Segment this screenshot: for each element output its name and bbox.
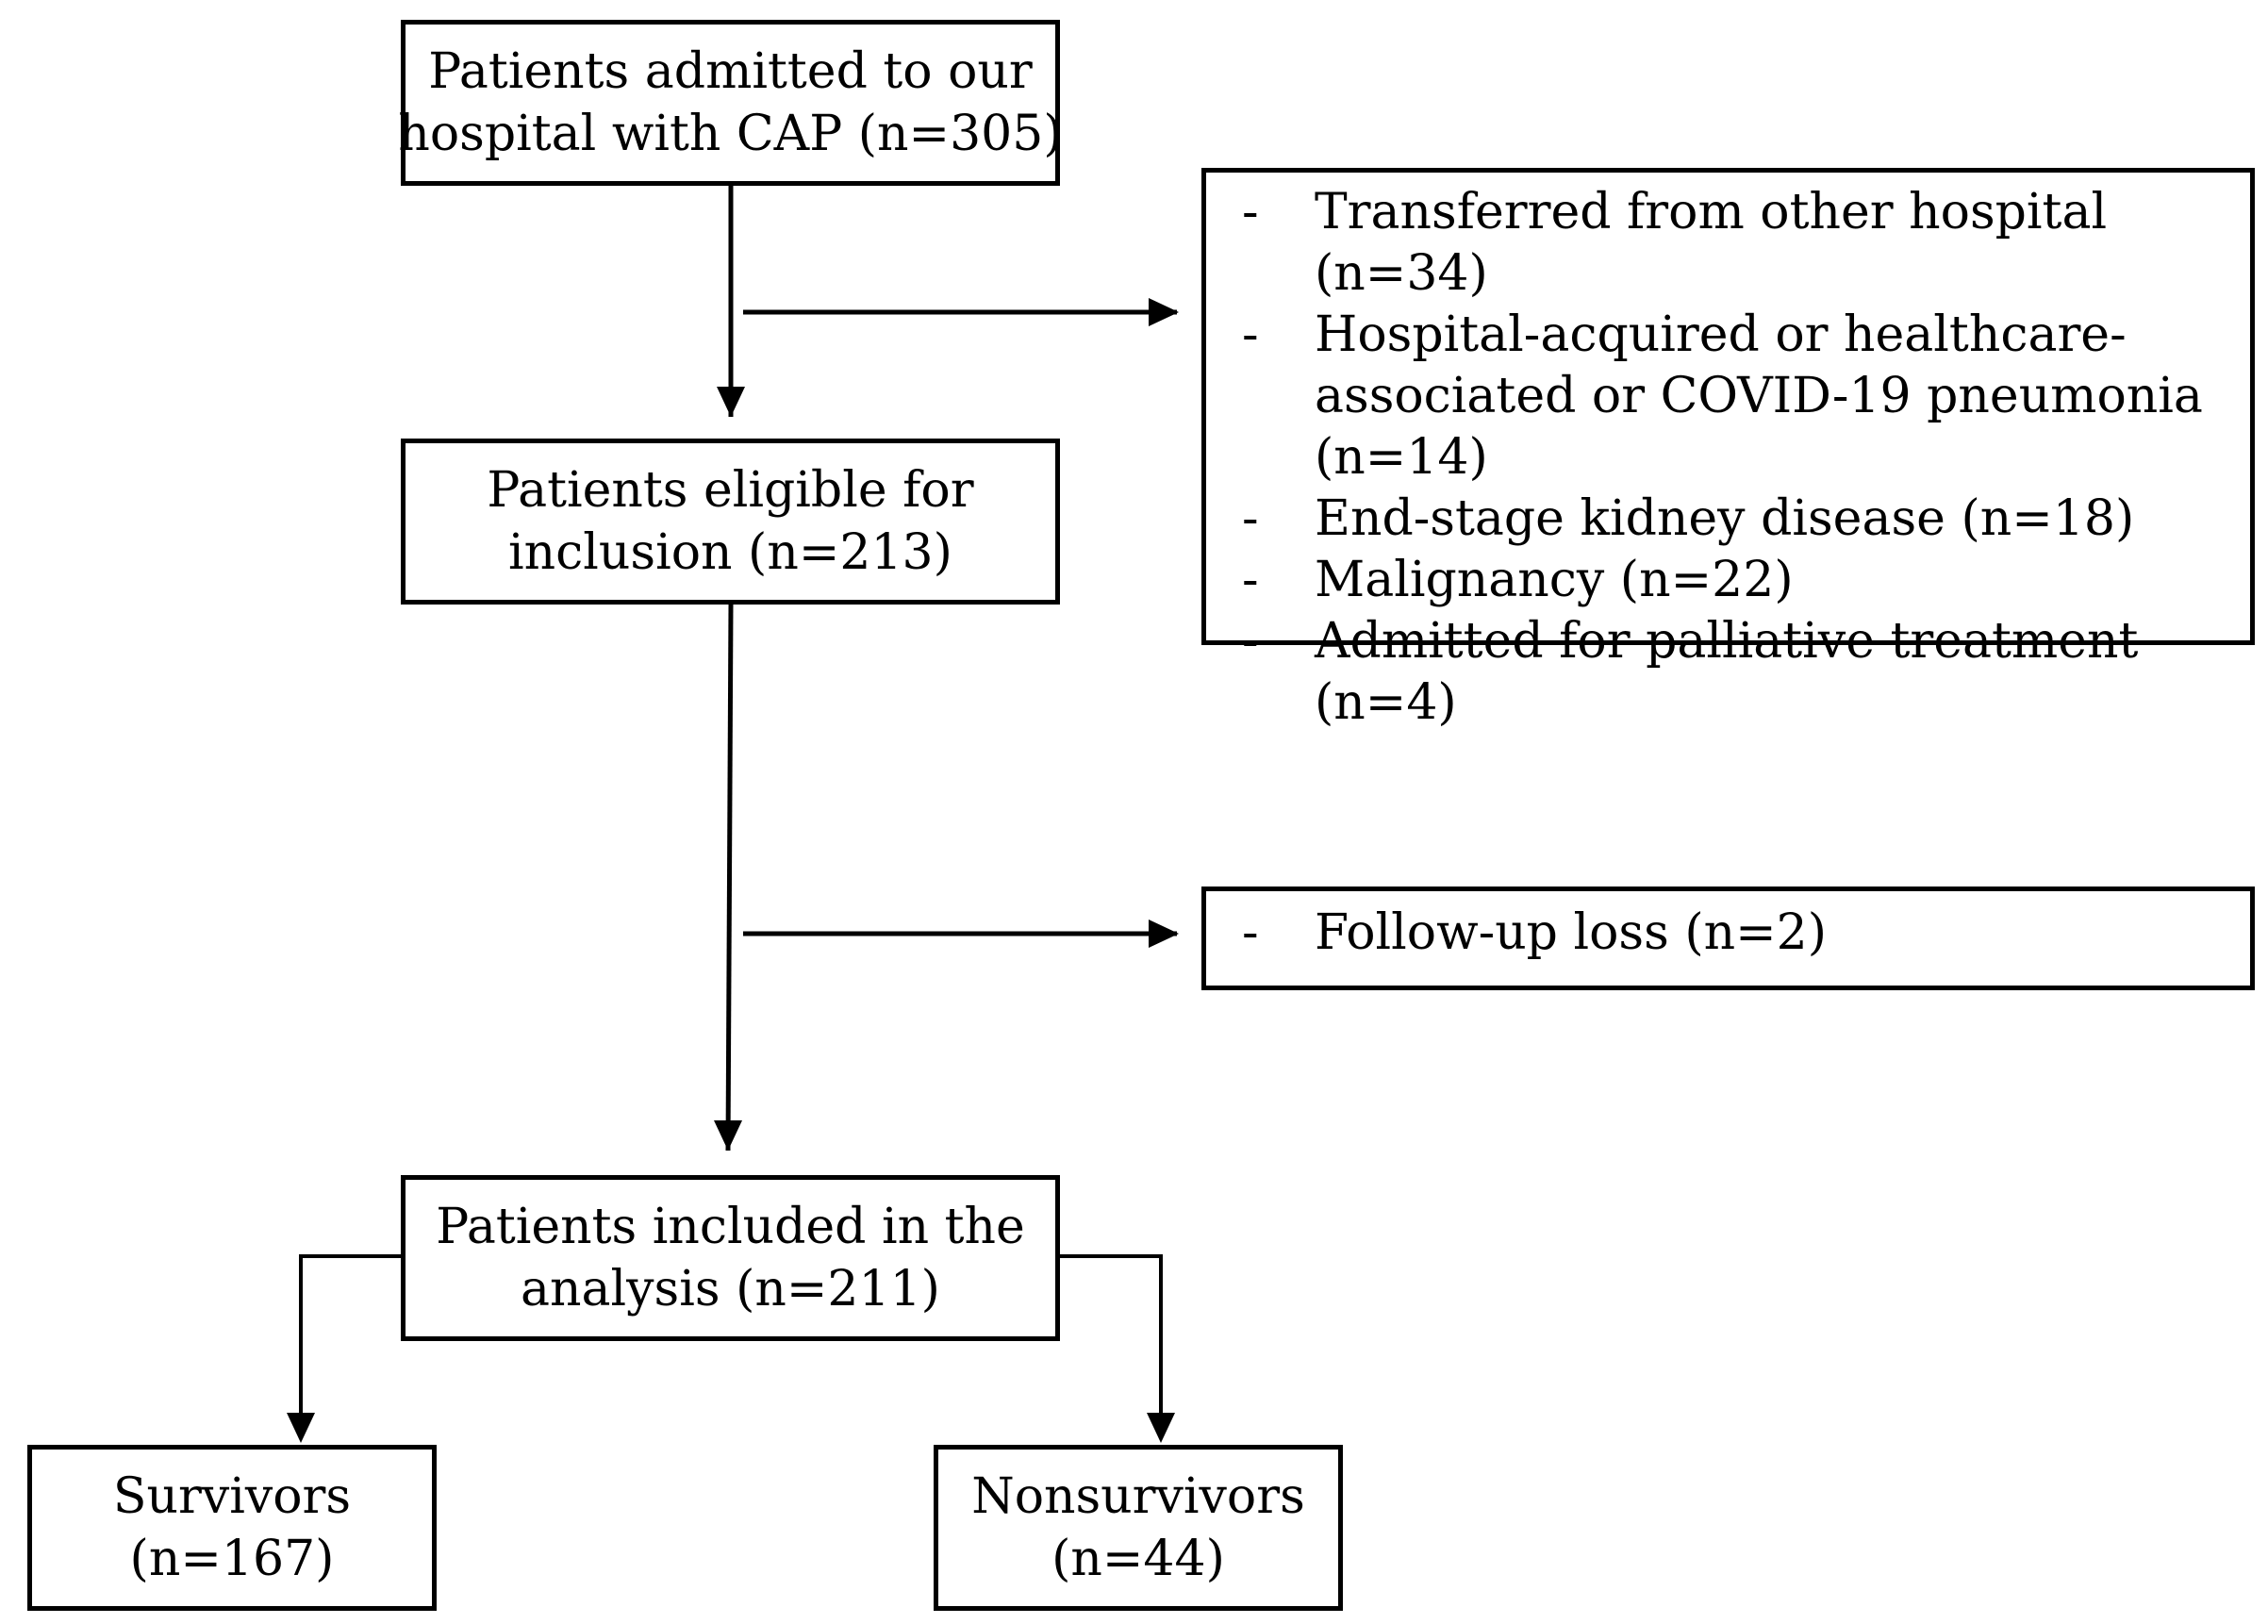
arrowhead-right-2 [1149, 920, 1179, 948]
admitted-line-2: hospital with CAP (n=305) [398, 106, 1063, 162]
list-item: - Transferred from other hospital (n=34) [1242, 182, 2250, 305]
bullet-dash: - [1242, 490, 1259, 547]
exclusion-list-1: - Transferred from other hospital (n=34)… [1242, 182, 2250, 734]
arrow-eligible-to-analysis [725, 604, 734, 1152]
nonsurvivors-box: Nonsurvivors (n=44) [934, 1445, 1343, 1611]
arrowhead-down-3 [287, 1413, 315, 1443]
exclusion-list-2: - Follow-up loss (n=2) [1242, 903, 2250, 964]
list-item: - End-stage kidney disease (n=18) [1242, 489, 2250, 550]
eligible-line-1: Patients eligible for [487, 462, 974, 519]
list-item: - Admitted for palliative treatment (n=4… [1242, 611, 2250, 734]
exclusion-item: Admitted for palliative treatment (n=4) [1315, 613, 2139, 731]
eligible-patients-box: Patients eligible for inclusion (n=213) [401, 439, 1060, 605]
list-item: - Follow-up loss (n=2) [1242, 903, 2250, 964]
arrowhead-down-2 [714, 1120, 742, 1151]
bullet-dash: - [1242, 307, 1259, 363]
analysis-patients-box: Patients included in the analysis (n=211… [401, 1175, 1060, 1341]
bullet-dash: - [1242, 613, 1259, 670]
admitted-line-1: Patients admitted to our [428, 43, 1033, 100]
exclusion-item: Hospital-acquired or healthcare-associat… [1315, 307, 2203, 486]
eligible-line-2: inclusion (n=213) [508, 524, 952, 581]
exclusion-box-2: - Follow-up loss (n=2) [1201, 887, 2255, 990]
exclusion-item: Transferred from other hospital (n=34) [1315, 184, 2108, 302]
exclusion-item: Malignancy (n=22) [1315, 552, 1794, 608]
exclusion-item: End-stage kidney disease (n=18) [1315, 490, 2135, 547]
survivors-box: Survivors (n=167) [27, 1445, 437, 1611]
bullet-dash: - [1242, 184, 1259, 240]
arrow-analysis-to-survivors [299, 1254, 401, 1422]
admitted-patients-box: Patients admitted to our hospital with C… [398, 20, 1063, 186]
list-item: - Malignancy (n=22) [1242, 550, 2250, 611]
bullet-dash: - [1242, 904, 1259, 961]
survivors-count: (n=167) [129, 1531, 335, 1587]
arrowhead-down-4 [1147, 1413, 1175, 1443]
nonsurvivors-label: Nonsurvivors [971, 1468, 1305, 1525]
arrow-analysis-to-nonsurvivors [1060, 1254, 1163, 1422]
exclusion-item: Follow-up loss (n=2) [1315, 904, 1828, 961]
analysis-line-2: analysis (n=211) [521, 1261, 940, 1317]
list-item: - Hospital-acquired or healthcare-associ… [1242, 305, 2250, 489]
arrowhead-down-1 [717, 387, 745, 417]
arrowhead-right-1 [1149, 298, 1179, 326]
exclusion-box-1: - Transferred from other hospital (n=34)… [1201, 168, 2255, 731]
bullet-dash: - [1242, 552, 1259, 608]
survivors-label: Survivors [112, 1468, 352, 1525]
analysis-line-1: Patients included in the [436, 1199, 1025, 1255]
nonsurvivors-count: (n=44) [1051, 1531, 1225, 1587]
